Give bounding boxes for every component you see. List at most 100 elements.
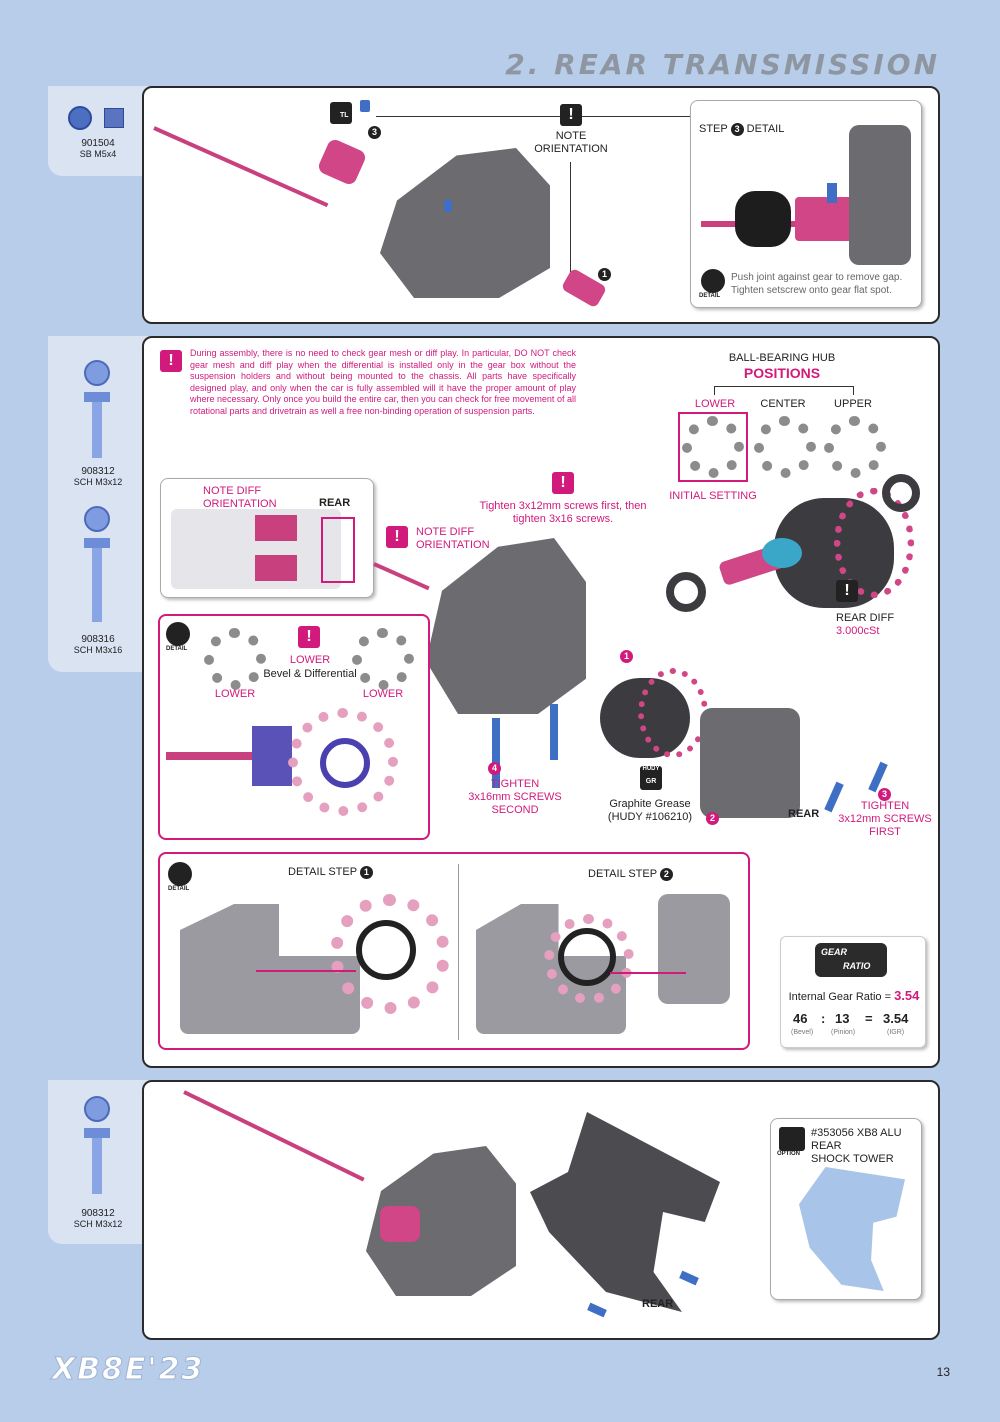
note-line: ORIENTATION <box>534 143 608 155</box>
gear-ratio-value: 3.54 <box>894 988 920 1003</box>
hub-ring <box>558 928 616 986</box>
tighten-line: 3x12mm SCREWS <box>838 813 932 825</box>
magnifier-icon <box>701 269 725 293</box>
note-orientation: NOTE ORIENTATION <box>524 130 618 156</box>
initial-setting-label: INITIAL SETTING <box>669 490 757 502</box>
output-cup <box>380 1206 420 1242</box>
setscrew-side-icon <box>104 108 124 128</box>
grease-line: (HUDY #106210) <box>607 811 693 823</box>
rear-diff-label: REAR DIFF 3.000cSt <box>836 612 926 638</box>
gearbox-housing <box>426 538 586 714</box>
magnifier-icon <box>168 862 192 886</box>
lower-label-left: LOWER <box>214 688 256 700</box>
gear-ratio-badge <box>815 943 887 977</box>
detail-step-1-title: DETAIL STEP 1 <box>288 866 373 879</box>
hub-ring-right <box>882 474 920 512</box>
gear-ratio-card: GEAR RATIO Internal Gear Ratio = 3.54 46… <box>780 936 926 1048</box>
parts-sidebar-step1: 901504 SB M5x4 <box>48 86 148 176</box>
drive-shaft <box>153 126 329 208</box>
part-code: 908312 <box>81 466 115 477</box>
screw-shank-icon <box>92 548 102 622</box>
option-box: OPTION #353056 XB8 ALU REAR SHOCK TOWER <box>770 1118 922 1300</box>
highlight-frame <box>321 517 355 583</box>
screw-shank-icon <box>92 1138 102 1194</box>
step3-panel: REAR OPTION #353056 XB8 ALU REAR SHOCK T… <box>142 1080 940 1340</box>
bevel-caption: (Bevel) <box>791 1029 814 1036</box>
note-line: ORIENTATION <box>416 539 490 551</box>
boot-detail <box>735 191 791 247</box>
section-title: 2. REAR TRANSMISSION <box>505 48 940 81</box>
note-line: tighten 3x16 screws. <box>512 513 614 525</box>
detail-step-number: 1 <box>359 866 373 879</box>
option-line: SHOCK TOWER <box>811 1153 894 1165</box>
hub-section <box>252 726 292 786</box>
detail-step-number: 3 <box>730 123 744 136</box>
screw-head-icon <box>84 506 110 532</box>
setscrew-detail <box>827 183 837 203</box>
setscrew-icon <box>68 106 92 130</box>
part-code: 901504 <box>81 138 115 149</box>
assembly-warning: During assembly, there is no need to che… <box>190 348 576 416</box>
drive-cup <box>316 137 368 187</box>
tighten-first: TIGHTEN 3x12mm SCREWS FIRST <box>830 800 940 839</box>
tighten-line: FIRST <box>869 826 901 838</box>
detail-icon-label: DETAIL <box>699 293 721 299</box>
rear-diff-oil: 3.000cSt <box>836 625 880 637</box>
step3-detail-box: STEP 3 DETAIL DETAIL Push joint against … <box>690 100 922 308</box>
equals-sign: = <box>865 1011 873 1026</box>
hub-lower-label: LOWER <box>694 398 736 410</box>
hub-title: BALL-BEARING HUB <box>728 352 836 364</box>
detail-text: Push joint against gear to remove gap. T… <box>731 271 919 297</box>
screw-3x16 <box>550 704 558 760</box>
lower-label: LOWER <box>289 654 331 666</box>
hub-section <box>320 738 370 788</box>
tool-label: TL <box>340 112 349 119</box>
bearing-hub <box>762 538 802 568</box>
screw-3x12 <box>679 1270 699 1286</box>
colon: : <box>821 1011 826 1026</box>
thumbs-up-icon <box>779 1127 805 1151</box>
callout-2: 2 <box>706 812 719 825</box>
setscrew-icon <box>360 100 370 112</box>
leader-line <box>376 116 828 117</box>
igr-value: 3.54 <box>883 1011 909 1026</box>
gearbox-housing <box>380 148 550 298</box>
screw-head-side-icon <box>84 1128 110 1138</box>
part-desc: SCH M3x12 <box>73 1219 123 1229</box>
step1-panel: TL 3 1 ! NOTE ORIENTATION STEP 3 DETAIL … <box>142 86 940 324</box>
callout-3: 3 <box>878 788 891 801</box>
hub-ring <box>356 920 416 980</box>
detail-line: Tighten setscrew onto gear flat spot. <box>731 285 892 296</box>
hub-subtitle: POSITIONS <box>743 365 821 381</box>
tighten-line: SECOND <box>491 804 539 816</box>
bevel-gear <box>638 668 708 758</box>
divider <box>458 864 459 1040</box>
warning-icon: ! <box>552 472 574 494</box>
equals-sign: = <box>884 991 892 1003</box>
grease-code: GR <box>645 778 657 785</box>
rear-diff-text: REAR DIFF <box>836 612 895 624</box>
arrow-line <box>610 972 686 974</box>
option-label: OPTION <box>777 1151 801 1157</box>
arrow-line <box>256 970 356 972</box>
setscrew <box>444 200 452 212</box>
detail-steps-box: DETAIL DETAIL STEP 1 DETAIL STEP 2 <box>158 852 750 1050</box>
bevel-gear-detail <box>288 708 398 816</box>
screw-head-icon <box>84 360 110 386</box>
screw-shank-icon <box>92 402 102 458</box>
rear-label: REAR <box>319 497 351 509</box>
grease-icon <box>640 766 662 790</box>
internal-gear-ratio: Internal Gear Ratio = 3.54 <box>785 989 923 1004</box>
screw-head-side-icon <box>84 538 110 548</box>
callout-1: 1 <box>598 268 611 281</box>
detail-title: STEP 3 DETAIL <box>699 123 849 136</box>
hub-ring-lower <box>682 416 744 478</box>
cover-section <box>658 894 730 1004</box>
hub-ring-upper <box>824 416 886 478</box>
part-code: 908312 <box>81 1208 115 1219</box>
parts-sidebar-step2: 908312 SCH M3x12 908316 SCH M3x16 <box>48 336 148 672</box>
diff-orientation-box: NOTE DIFF ORIENTATION REAR <box>160 478 374 598</box>
diff-bevel-gear <box>834 488 914 598</box>
gearbox-cover <box>700 708 800 818</box>
tighten-line: 3x16mm SCREWS <box>468 791 562 803</box>
